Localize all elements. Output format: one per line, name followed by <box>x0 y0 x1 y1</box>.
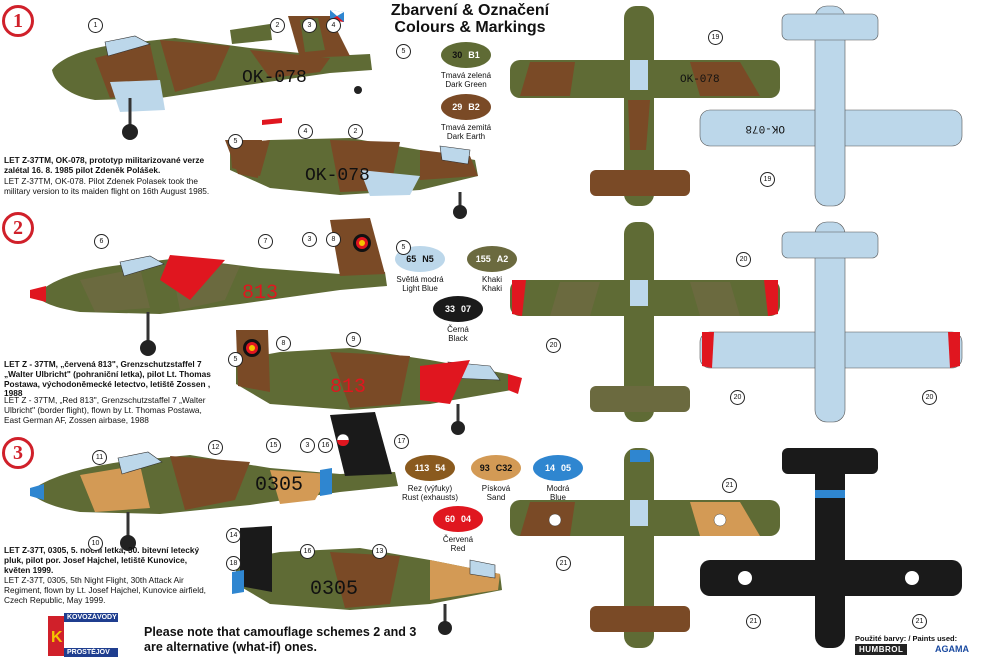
callout-marker: 21 <box>912 614 927 629</box>
caption-1-cz: LET Z-37TM, OK-078, prototyp militarizov… <box>4 155 205 175</box>
callout-marker: 15 <box>266 438 281 453</box>
callout-marker: 21 <box>722 478 737 493</box>
callout-marker: 21 <box>746 614 761 629</box>
agama-brand: AGAMA <box>935 644 969 654</box>
callout-marker: 16 <box>318 438 333 453</box>
callout-marker: 21 <box>556 556 571 571</box>
callout-marker: 9 <box>346 332 361 347</box>
callout-marker: 19 <box>760 172 775 187</box>
callout-marker: 11 <box>92 450 107 465</box>
callout-marker: 5 <box>396 44 411 59</box>
topview-2 <box>510 222 780 422</box>
callout-marker: 19 <box>708 30 723 45</box>
callout-marker: 2 <box>348 124 363 139</box>
topview-3 <box>510 448 780 648</box>
caption-1-en: LET Z-37TM, OK-078. Pilot Zdenek Polasek… <box>4 176 210 196</box>
scheme-badge-1: 1 <box>2 5 34 37</box>
caption-3-cz: LET Z-37T, 0305, 5. noční letka, 30. bit… <box>4 545 200 575</box>
callout-marker: 14 <box>226 528 241 543</box>
note-line-1: Please note that camouflage schemes 2 an… <box>144 625 417 639</box>
callout-marker: 18 <box>226 556 241 571</box>
profile-2-right: 813 <box>236 330 522 435</box>
callout-marker: 16 <box>300 544 315 559</box>
callout-marker: 7 <box>258 234 273 249</box>
callout-marker: 20 <box>736 252 751 267</box>
registration-1b: OK-078 <box>305 166 370 186</box>
scheme-badge-2: 2 <box>2 212 34 244</box>
bottom-registration-1: OK-078 <box>745 122 785 134</box>
bottomview-3 <box>700 448 962 648</box>
registration-3a: 0305 <box>255 474 303 497</box>
callout-marker: 8 <box>276 336 291 351</box>
paints-used-label: Použité barvy: / Paints used: <box>855 634 958 643</box>
kovozavody-logo: K <box>46 612 106 660</box>
topview-1: OK-078 <box>510 6 780 206</box>
svg-text:K: K <box>51 629 63 646</box>
callout-marker: 20 <box>730 390 745 405</box>
bottomview-1: OK-078 <box>699 5 963 207</box>
humbrol-brand: HUMBROL <box>855 644 908 655</box>
callout-marker: 8 <box>326 232 341 247</box>
callout-marker: 5 <box>228 352 243 367</box>
scheme-note: Please note that camouflage schemes 2 an… <box>144 625 416 655</box>
scheme-badge-3: 3 <box>2 437 34 469</box>
callout-marker: 3 <box>302 232 317 247</box>
callout-marker: 3 <box>300 438 315 453</box>
callout-marker: 20 <box>922 390 937 405</box>
callout-marker: 17 <box>394 434 409 449</box>
callout-marker: 3 <box>302 18 317 33</box>
profile-3-left: 0305 <box>30 412 398 551</box>
registration-3b: 0305 <box>310 578 358 601</box>
bottomview-2 <box>699 221 963 423</box>
profile-1-right: OK-078 <box>225 118 478 219</box>
registration-1a: OK-078 <box>242 68 307 88</box>
registration-2a: 813 <box>242 282 278 305</box>
callout-marker: 6 <box>94 234 109 249</box>
callout-marker: 10 <box>88 536 103 551</box>
callout-marker: 13 <box>372 544 387 559</box>
profile-3-right: 0305 <box>232 526 502 635</box>
note-line-2: are alternative (what-if) ones. <box>144 640 317 654</box>
callout-marker: 20 <box>546 338 561 353</box>
callout-marker: 5 <box>396 240 411 255</box>
registration-2b: 813 <box>330 376 366 399</box>
caption-2-cz: LET Z - 37TM, „červená 813", Grenzschutz… <box>4 359 211 399</box>
title-en: Colours & Markings <box>394 19 546 36</box>
profile-2-left: 813 <box>30 218 387 356</box>
top-registration-1: OK-078 <box>680 74 720 86</box>
callout-marker: 5 <box>228 134 243 149</box>
callout-marker: 2 <box>270 18 285 33</box>
title-cz: Zbarvení & Označení <box>390 2 550 19</box>
callout-marker: 1 <box>88 18 103 33</box>
callout-marker: 12 <box>208 440 223 455</box>
logo-text-top: KOVOZÁVODY <box>64 613 118 622</box>
callout-marker: 4 <box>298 124 313 139</box>
caption-3-en: LET Z-37T, 0305, 5th Night Flight, 30th … <box>4 575 206 605</box>
callout-marker: 4 <box>326 18 341 33</box>
caption-2-en: LET Z - 37TM, „Red 813", Grenzschutzstaf… <box>4 395 206 425</box>
logo-text-bottom: PROSTĚJOV <box>64 648 118 657</box>
